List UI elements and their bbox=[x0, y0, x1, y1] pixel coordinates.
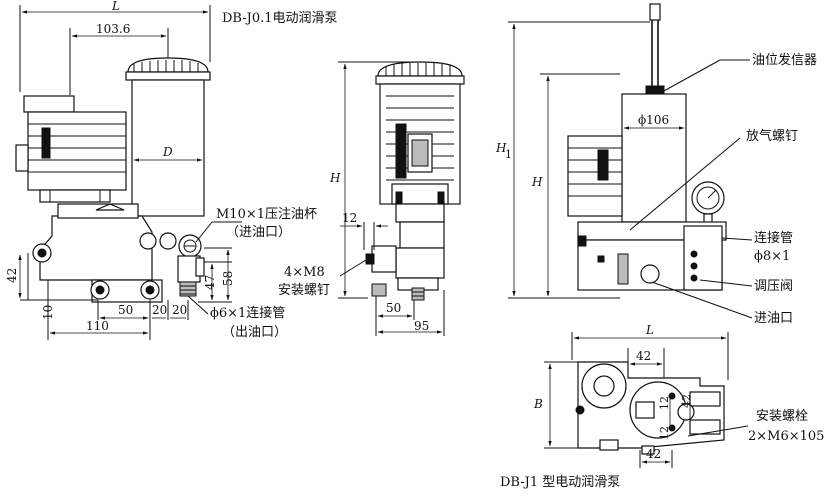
dim-20a-left: 20 bbox=[152, 303, 167, 317]
dim-47-left: 47 bbox=[203, 275, 217, 290]
dim-50-middle: 50 bbox=[386, 301, 401, 315]
dim-42-plan-top: 42 bbox=[636, 349, 651, 363]
dim-42-left: 42 bbox=[5, 268, 19, 283]
dim-103-6: 103.6 bbox=[96, 22, 130, 36]
dim-L-plan: L bbox=[645, 323, 654, 337]
dim-B: B bbox=[533, 397, 543, 411]
callout-outlet-left: （出油口） bbox=[222, 325, 287, 340]
callout-mount-screw: 安装螺钉 bbox=[278, 283, 330, 298]
dim-12a-plan: 12 bbox=[658, 396, 671, 410]
callout-vent-screw: 放气螺钉 bbox=[746, 128, 798, 144]
callout-oil-inlet: 进油口 bbox=[754, 311, 793, 326]
dim-H-right: H bbox=[531, 175, 543, 189]
callout-pipe-size: ϕ8×1 bbox=[754, 249, 790, 264]
left-pump-body bbox=[32, 203, 205, 303]
callout-outlet-pipe: ϕ6×1连接管 bbox=[210, 305, 285, 321]
dim-H1: H bbox=[495, 141, 507, 155]
callout-inlet-left: （进油口） bbox=[226, 225, 291, 240]
dim-12-middle: 12 bbox=[342, 211, 357, 225]
dim-H-middle: H bbox=[329, 171, 341, 185]
dim-phi106: ϕ106 bbox=[638, 113, 669, 127]
dim-58-left: 58 bbox=[221, 271, 235, 286]
dim-12b-plan: 12 bbox=[658, 426, 671, 440]
dim-50-left: 50 bbox=[118, 303, 133, 317]
title-db-j1: DB-J1 型电动润滑泵 bbox=[500, 475, 620, 490]
dim-95-middle: 95 bbox=[414, 319, 429, 333]
plan-view: L 42 B 42 12 12 42 bbox=[533, 323, 824, 468]
callout-pressure-valve: 调压阀 bbox=[754, 279, 793, 294]
dim-D: D bbox=[162, 145, 173, 159]
left-motor bbox=[15, 95, 127, 203]
dim-110-left: 110 bbox=[86, 319, 109, 333]
callout-level-sensor: 油位发信器 bbox=[752, 52, 817, 68]
right-pump-view: H 1 H ϕ106 bbox=[495, 3, 817, 326]
callout-mount-screw-count: 4×M8 bbox=[284, 265, 325, 280]
middle-pump-view: H bbox=[278, 61, 465, 336]
callout-mount-bolt: 安装螺栓 bbox=[756, 409, 808, 424]
left-pump-view: L 103.6 bbox=[5, 0, 317, 340]
callout-mount-bolt-size: 2×M6×105 bbox=[748, 429, 824, 444]
dim-42-plan-v: 42 bbox=[680, 394, 693, 408]
title-db-j01: DB-J0.1电动润滑泵 bbox=[222, 11, 338, 26]
dim-H1-sub: 1 bbox=[505, 148, 512, 161]
dim-42-plan-bottom: 42 bbox=[646, 447, 661, 461]
dim-20b-left: 20 bbox=[172, 303, 187, 317]
callout-pipe: 连接管 bbox=[754, 230, 793, 246]
callout-oil-cup: M10×1压注油杯 bbox=[216, 207, 317, 222]
left-reservoir: D bbox=[125, 57, 211, 217]
dim-L-left: L bbox=[111, 0, 120, 13]
